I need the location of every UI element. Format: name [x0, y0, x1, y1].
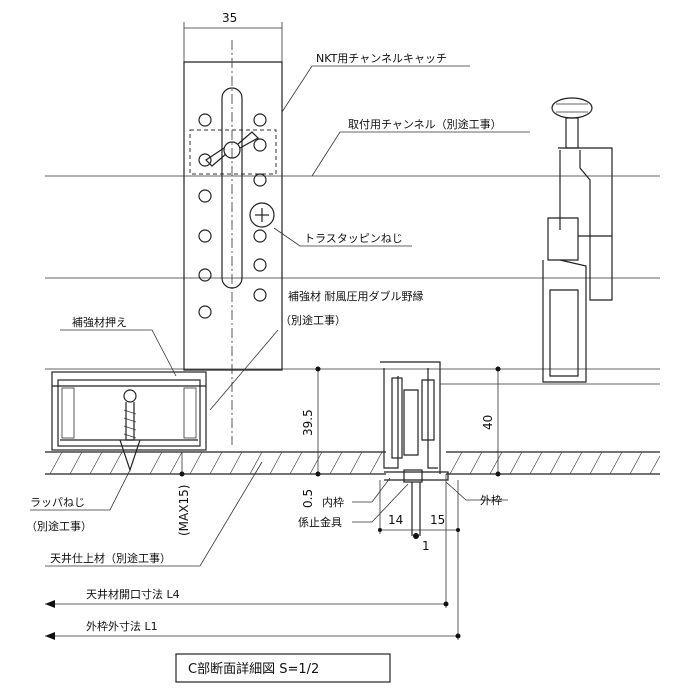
wrapper-screw-icon — [119, 389, 141, 472]
bracket-holes — [198, 113, 267, 319]
label-reinforce-holder: 補強材押え — [72, 315, 127, 329]
label-ceiling-opening: 天井材開口寸法 L4 — [86, 587, 180, 601]
dim-max15: (MAX15) — [177, 485, 191, 536]
channel-catch-plate — [183, 40, 283, 445]
dim-14: 14 — [388, 513, 403, 527]
dimension-lines — [45, 22, 501, 640]
label-ceiling-finish: 天井仕上材（別途工事） — [50, 551, 171, 565]
ceiling-finish — [45, 451, 661, 475]
label-inner-frame: 内枠 — [322, 495, 344, 509]
dim-1: 1 — [422, 539, 430, 553]
frame-section — [380, 361, 449, 539]
label-wrapper-screw-note: （別途工事） — [26, 519, 92, 533]
dim-0-5: 0.5 — [301, 489, 315, 508]
label-channel-catch: NKT用チャンネルキャッチ — [316, 52, 447, 65]
channel-hanger — [542, 97, 613, 383]
truss-screw-icon — [249, 202, 275, 228]
label-mounting-channel: 取付用チャンネル（別途工事） — [348, 117, 502, 131]
label-outer-frame: 外枠 — [480, 493, 502, 507]
leader-lines — [30, 65, 530, 567]
caption: C部断面詳細図 S=1/2 — [188, 661, 319, 677]
label-stop-bracket: 係止金具 — [298, 515, 342, 529]
caption-box — [175, 653, 391, 683]
label-truss-screw: トラスタッピンねじ — [304, 232, 403, 245]
dim-40: 40 — [481, 415, 495, 430]
label-outer-frame-size: 外枠外寸法 L1 — [86, 619, 158, 633]
label-reinforce-wire: 補強材 耐風圧用ダブル野縁 — [288, 289, 424, 303]
wing-nut-icon — [205, 131, 259, 167]
dim-15: 15 — [430, 513, 445, 527]
label-wrapper-screw: ラッパねじ — [30, 496, 85, 509]
dim-39-5: 39.5 — [301, 409, 315, 436]
dim-35: 35 — [222, 11, 237, 25]
label-reinforce-wire-note: （別途工事） — [280, 313, 346, 327]
reinforce-holder — [51, 371, 207, 451]
channel-lines — [45, 175, 660, 385]
